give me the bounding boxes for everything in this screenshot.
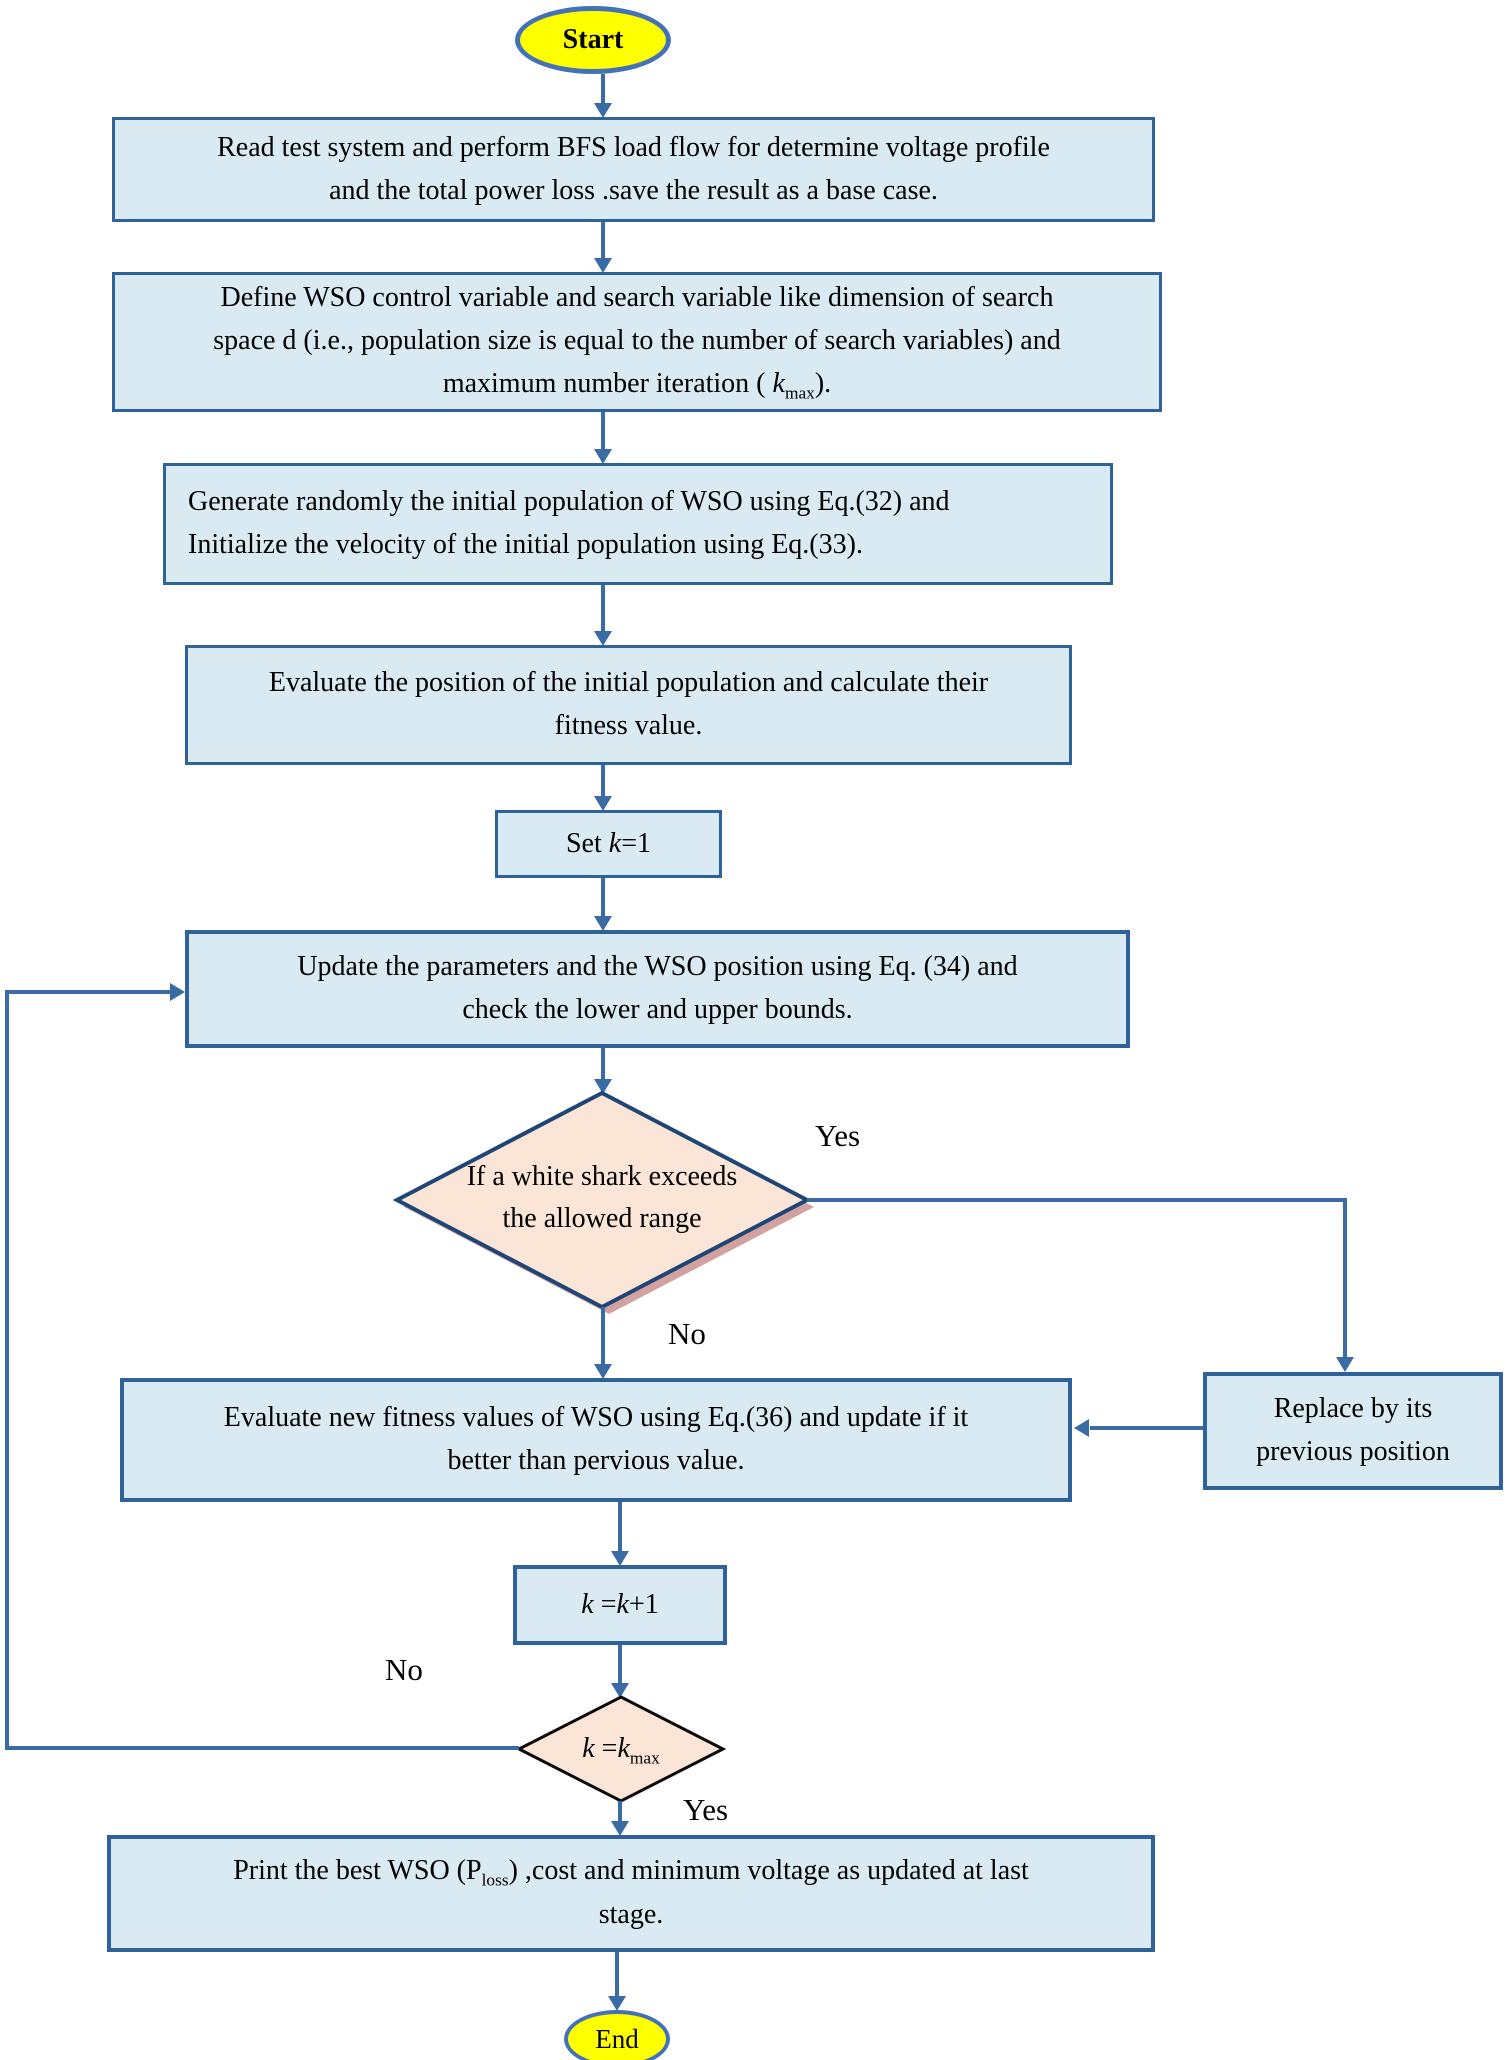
arrowhead-yes-to-replace: [1336, 1357, 1354, 1372]
read-process-box: Read test system and perform BFS load fl…: [112, 117, 1155, 222]
arrowhead-define-to-generate: [594, 449, 612, 464]
arrowhead-print-to-end: [608, 1996, 626, 2011]
no-loop-vline: [5, 990, 9, 1750]
label-no-loop: No: [385, 1652, 423, 1687]
arrow-print-to-end: [615, 1952, 619, 1996]
label-yes-range: Yes: [815, 1118, 861, 1153]
arrow-define-to-generate: [601, 412, 605, 449]
kmax-decision-text: k =kmax: [582, 1733, 660, 1768]
read-line1: Read test system and perform BFS load fl…: [217, 131, 1050, 163]
update-process-box: Update the parameters and the WSO positi…: [185, 930, 1130, 1048]
set-k-line: Set k=1: [565, 827, 651, 859]
arrow-decision-to-evalnew: [601, 1307, 605, 1364]
range-decision-line2: the allowed range: [502, 1203, 702, 1234]
evaluate-new-line2: better than pervious value.: [447, 1445, 745, 1476]
evaluate-new-box: Evaluate new fitness values of WSO using…: [120, 1378, 1072, 1502]
print-box: Print the best WSO (Ploss) ,cost and min…: [107, 1835, 1155, 1952]
set-k-box: Set k=1: [495, 810, 722, 878]
arrow-read-to-define: [601, 222, 605, 258]
arrow-update-to-decision: [601, 1048, 605, 1079]
generate-process-box: Generate randomly the initial population…: [163, 463, 1113, 585]
yes-branch-vline: [1343, 1198, 1347, 1358]
range-decision-diamond: [392, 1090, 814, 1314]
arrowhead-generate-to-evalinit: [594, 631, 612, 646]
arrowhead-no-loop-to-update: [170, 983, 185, 1001]
replace-line2: previous position: [1256, 1436, 1450, 1467]
range-decision-line1: If a white shark exceeds: [466, 1161, 738, 1192]
arrow-setk-to-update: [601, 878, 605, 916]
arrow-start-to-read: [601, 74, 605, 104]
arrowhead-decision-to-evalnew: [594, 1364, 612, 1379]
evaluate-initial-line2: fitness value.: [554, 710, 703, 741]
no-loop-top-hline: [5, 990, 171, 994]
increment-box: k =k+1: [513, 1565, 727, 1645]
evaluate-new-line1: Evaluate new fitness values of WSO using…: [223, 1402, 969, 1434]
label-yes-loop: Yes: [683, 1792, 729, 1827]
arrow-kmax-to-print: [618, 1801, 622, 1821]
replace-to-evalnew-hline: [1090, 1426, 1203, 1430]
generate-line1: Generate randomly the initial population…: [188, 486, 950, 518]
end-label: End: [595, 2023, 639, 2054]
arrowhead-kmax-to-print: [611, 1821, 629, 1836]
arrow-evalinit-to-setk: [601, 765, 605, 796]
label-no-range: No: [668, 1316, 706, 1351]
increment-line: k =k+1: [581, 1588, 659, 1620]
arrow-increment-to-kmax: [618, 1645, 622, 1683]
arrowhead-increment-to-kmax: [611, 1683, 629, 1698]
define-line1: Define WSO control variable and search v…: [220, 282, 1054, 314]
arrow-evalnew-to-increment: [618, 1502, 622, 1551]
arrowhead-evalnew-to-increment: [611, 1551, 629, 1566]
arrowhead-read-to-define: [594, 258, 612, 273]
read-line2: and the total power loss .save the resul…: [329, 174, 938, 206]
update-line2: check the lower and upper bounds.: [462, 994, 853, 1025]
arrowhead-start-to-read: [594, 103, 612, 118]
evaluate-initial-box: Evaluate the position of the initial pop…: [185, 645, 1072, 765]
arrowhead-evalinit-to-setk: [594, 796, 612, 811]
yes-branch-hline: [807, 1198, 1345, 1202]
start-label: Start: [562, 24, 624, 55]
start-terminator: Start: [515, 6, 671, 74]
replace-line1: Replace by its: [1273, 1393, 1433, 1425]
range-decision-text: If a white shark exceeds the allowed ran…: [402, 1156, 802, 1240]
update-line1: Update the parameters and the WSO positi…: [297, 951, 1018, 983]
define-line3: maximum number iteration ( kmax).: [442, 367, 832, 403]
print-line2: stage.: [598, 1899, 664, 1931]
end-terminator: End: [564, 2010, 670, 2060]
print-line1: Print the best WSO (Ploss) ,cost and min…: [233, 1855, 1029, 1890]
define-line2: space d (i.e., population size is equal …: [213, 325, 1061, 357]
arrowhead-setk-to-update: [594, 916, 612, 931]
arrowhead-replace-to-evalnew: [1074, 1419, 1089, 1437]
arrow-generate-to-evalinit: [601, 585, 605, 631]
replace-box: Replace by its previous position: [1203, 1372, 1503, 1490]
arrowhead-update-to-decision: [594, 1079, 612, 1094]
evaluate-initial-line1: Evaluate the position of the initial pop…: [268, 667, 989, 699]
no-loop-bottom-hline: [5, 1746, 519, 1750]
generate-line2: Initialize the velocity of the initial p…: [188, 529, 863, 560]
define-process-box: Define WSO control variable and search v…: [112, 272, 1162, 412]
